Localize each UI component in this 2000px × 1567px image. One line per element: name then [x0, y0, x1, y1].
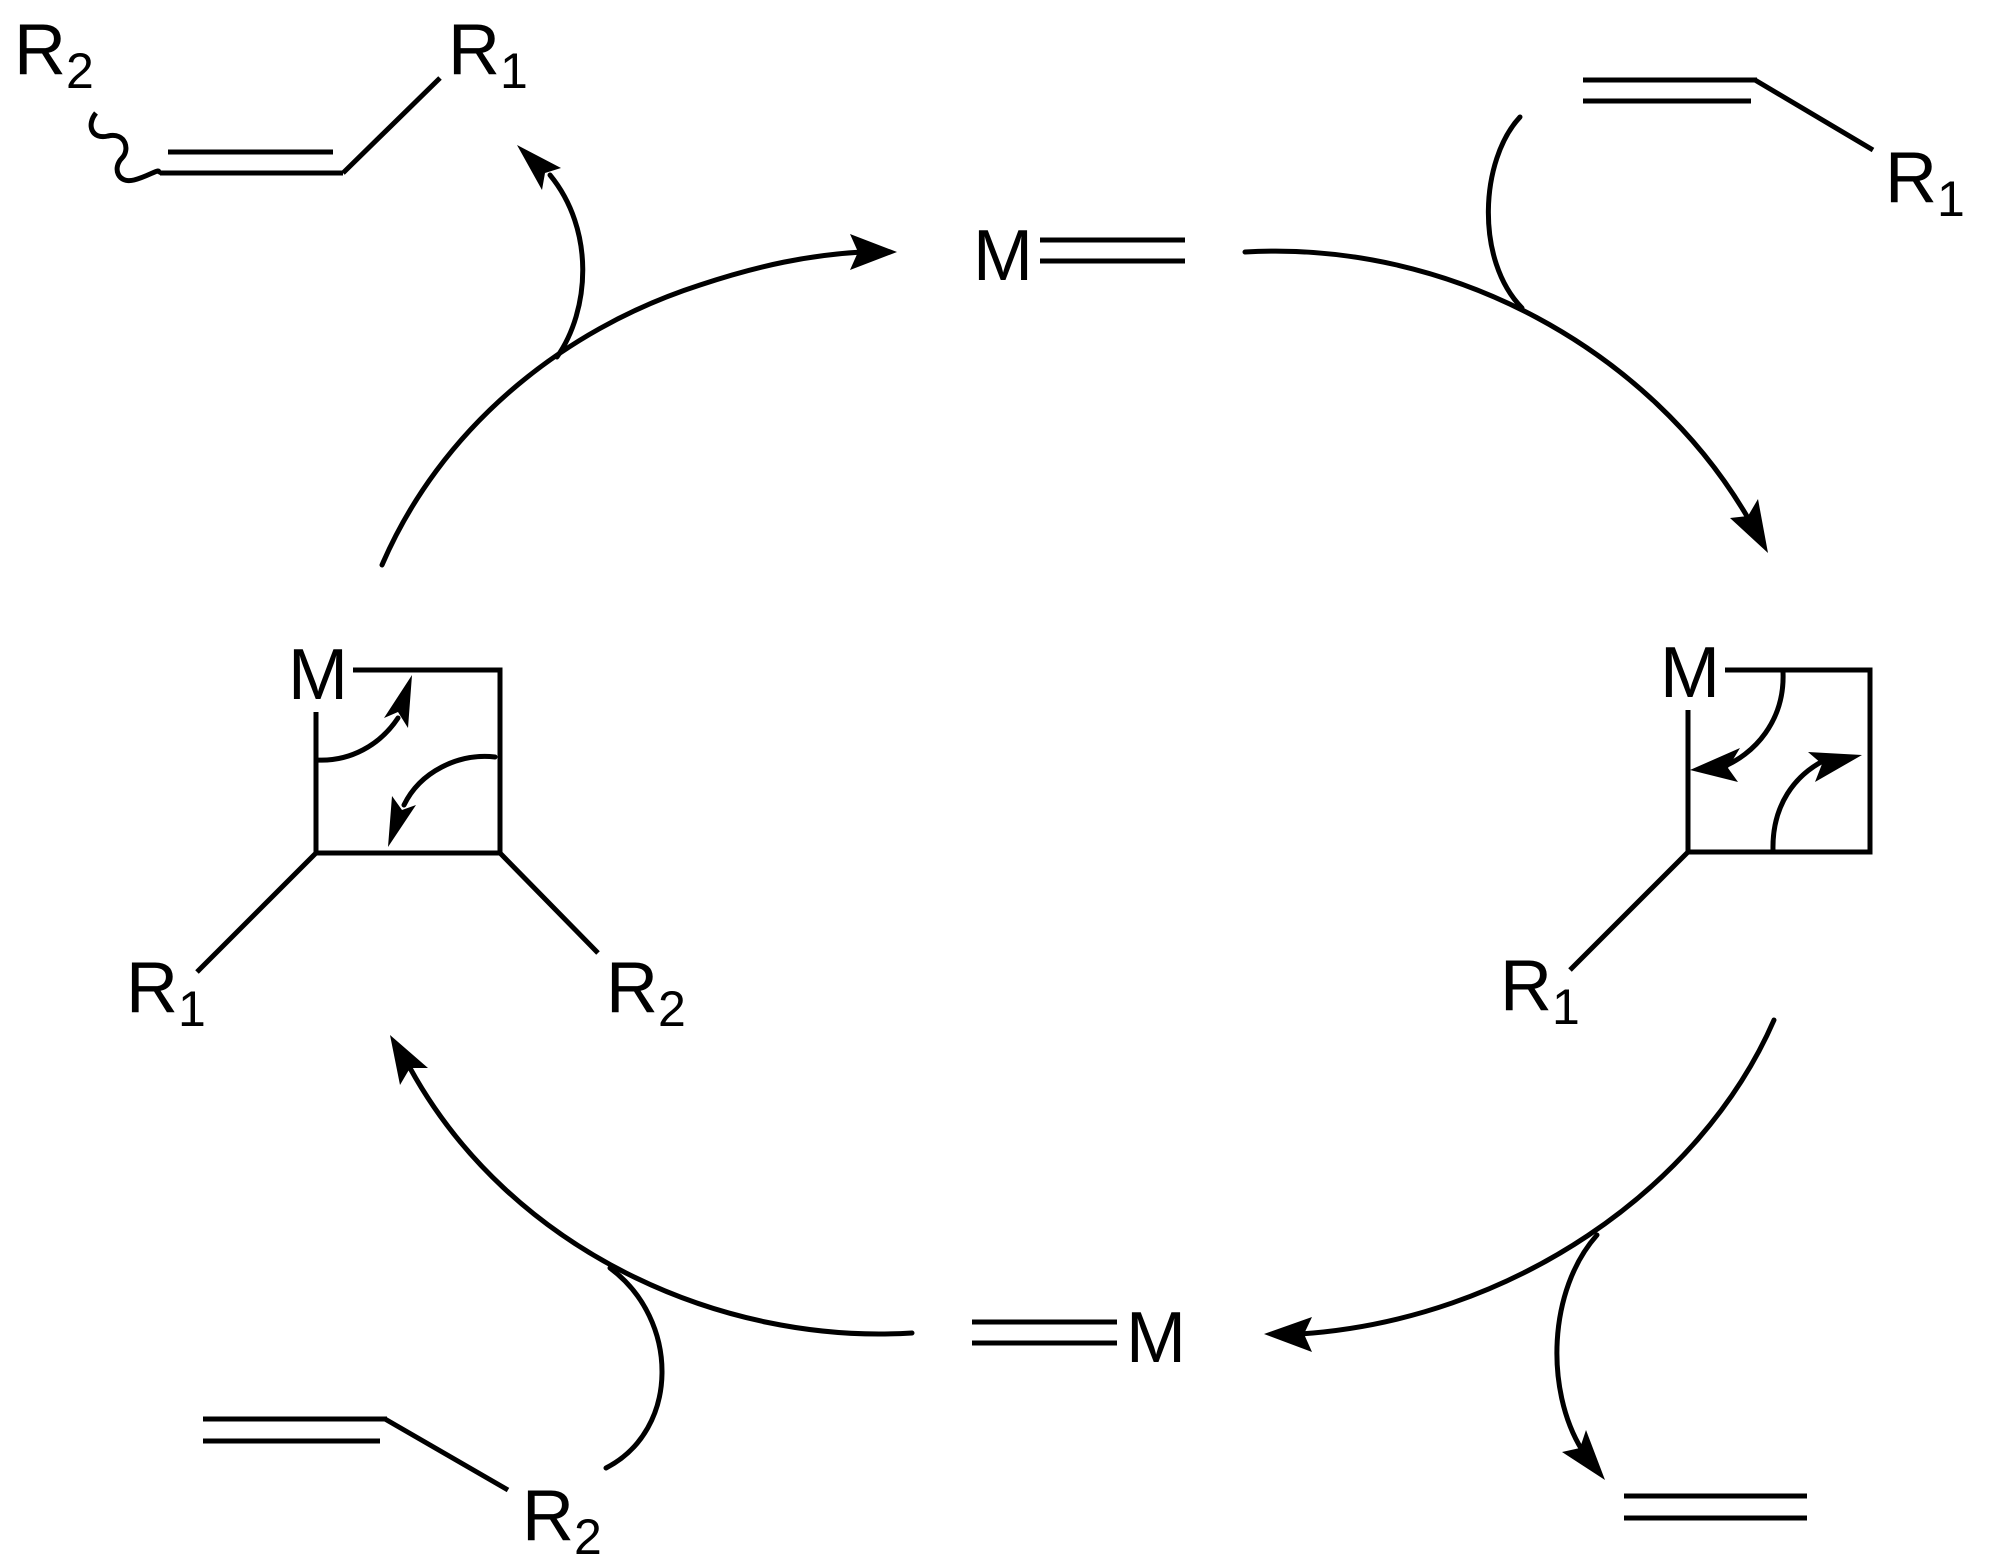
arrowhead-right-icon: [1808, 752, 1862, 782]
electron-push-arrow-2: [1770, 757, 1828, 853]
alkene2-r2-label: R2: [522, 1476, 602, 1565]
product-r1-bond: [341, 76, 442, 175]
electron-push-arrow-3: [313, 715, 401, 763]
metallacycle-left-r1-label: R1: [126, 948, 206, 1037]
cycle-arrowhead-top-left-icon: [850, 234, 897, 270]
arrowhead-left-icon: [1690, 748, 1740, 782]
carbene-top: M: [973, 216, 1185, 296]
alkene2-entry-arrow: [603, 1265, 665, 1471]
cycle-arrow-top-right: [1242, 248, 1751, 521]
arrowhead-up-icon: [384, 675, 412, 728]
metallacycle-left: M R1 R2: [126, 635, 686, 1037]
electron-push-arrow-4: [401, 753, 498, 808]
cycle-arrow-top-left: [379, 249, 865, 568]
electron-push-arrow-1: [1717, 669, 1786, 771]
metallacycle-left-r2-label: R2: [606, 948, 686, 1037]
metallacycle-right-r1-label: R1: [1500, 946, 1580, 1035]
metallacycle-right-r1-bond: [1568, 850, 1690, 972]
carbene-bottom: M: [972, 1298, 1186, 1378]
cycle-arrow-bottom-right: [1297, 1017, 1777, 1337]
product-molecule: R2 R1: [14, 10, 528, 184]
cycle-arrowhead-top-right-icon: [1730, 499, 1768, 553]
alkene2-r2-bond: [383, 1416, 510, 1493]
metallacycle-right: M R1: [1500, 633, 1873, 1035]
metallacycle-right-metal-label: M: [1660, 633, 1720, 713]
product-release-arrowhead-icon: [517, 145, 561, 190]
cycle-arrow-bottom-left: [407, 1065, 915, 1337]
wavy-bond: [88, 111, 162, 184]
carbene-bottom-metal-label: M: [1126, 1298, 1186, 1378]
alkene-2: R2: [203, 1416, 602, 1565]
alkene1-entry-arrow: [1485, 114, 1525, 311]
ethylene: [1624, 1493, 1807, 1521]
cycle-arrowhead-bottom-right-icon: [1264, 1317, 1312, 1352]
ethylene-release-arrow: [1554, 1232, 1600, 1453]
alkene-1: R1: [1583, 77, 1965, 227]
cycle-arrowhead-bottom-left-icon: [390, 1035, 428, 1085]
ethylene-release-arrowhead-icon: [1562, 1430, 1605, 1480]
carbene-top-metal-label: M: [973, 216, 1033, 296]
metallacycle-left-r2-bond: [498, 851, 600, 955]
product-release-arrow: [547, 172, 586, 360]
arrowhead-down-icon: [388, 796, 416, 847]
alkene1-r1-bond: [1753, 77, 1875, 153]
metallacycle-right-ring: [1685, 667, 1873, 855]
metallacycle-left-r1-bond: [195, 851, 318, 974]
alkene1-r1-label: R1: [1885, 138, 1965, 227]
product-r1-label: R1: [448, 10, 528, 99]
metallacycle-left-metal-label: M: [288, 635, 348, 715]
product-r2-label: R2: [14, 10, 94, 99]
